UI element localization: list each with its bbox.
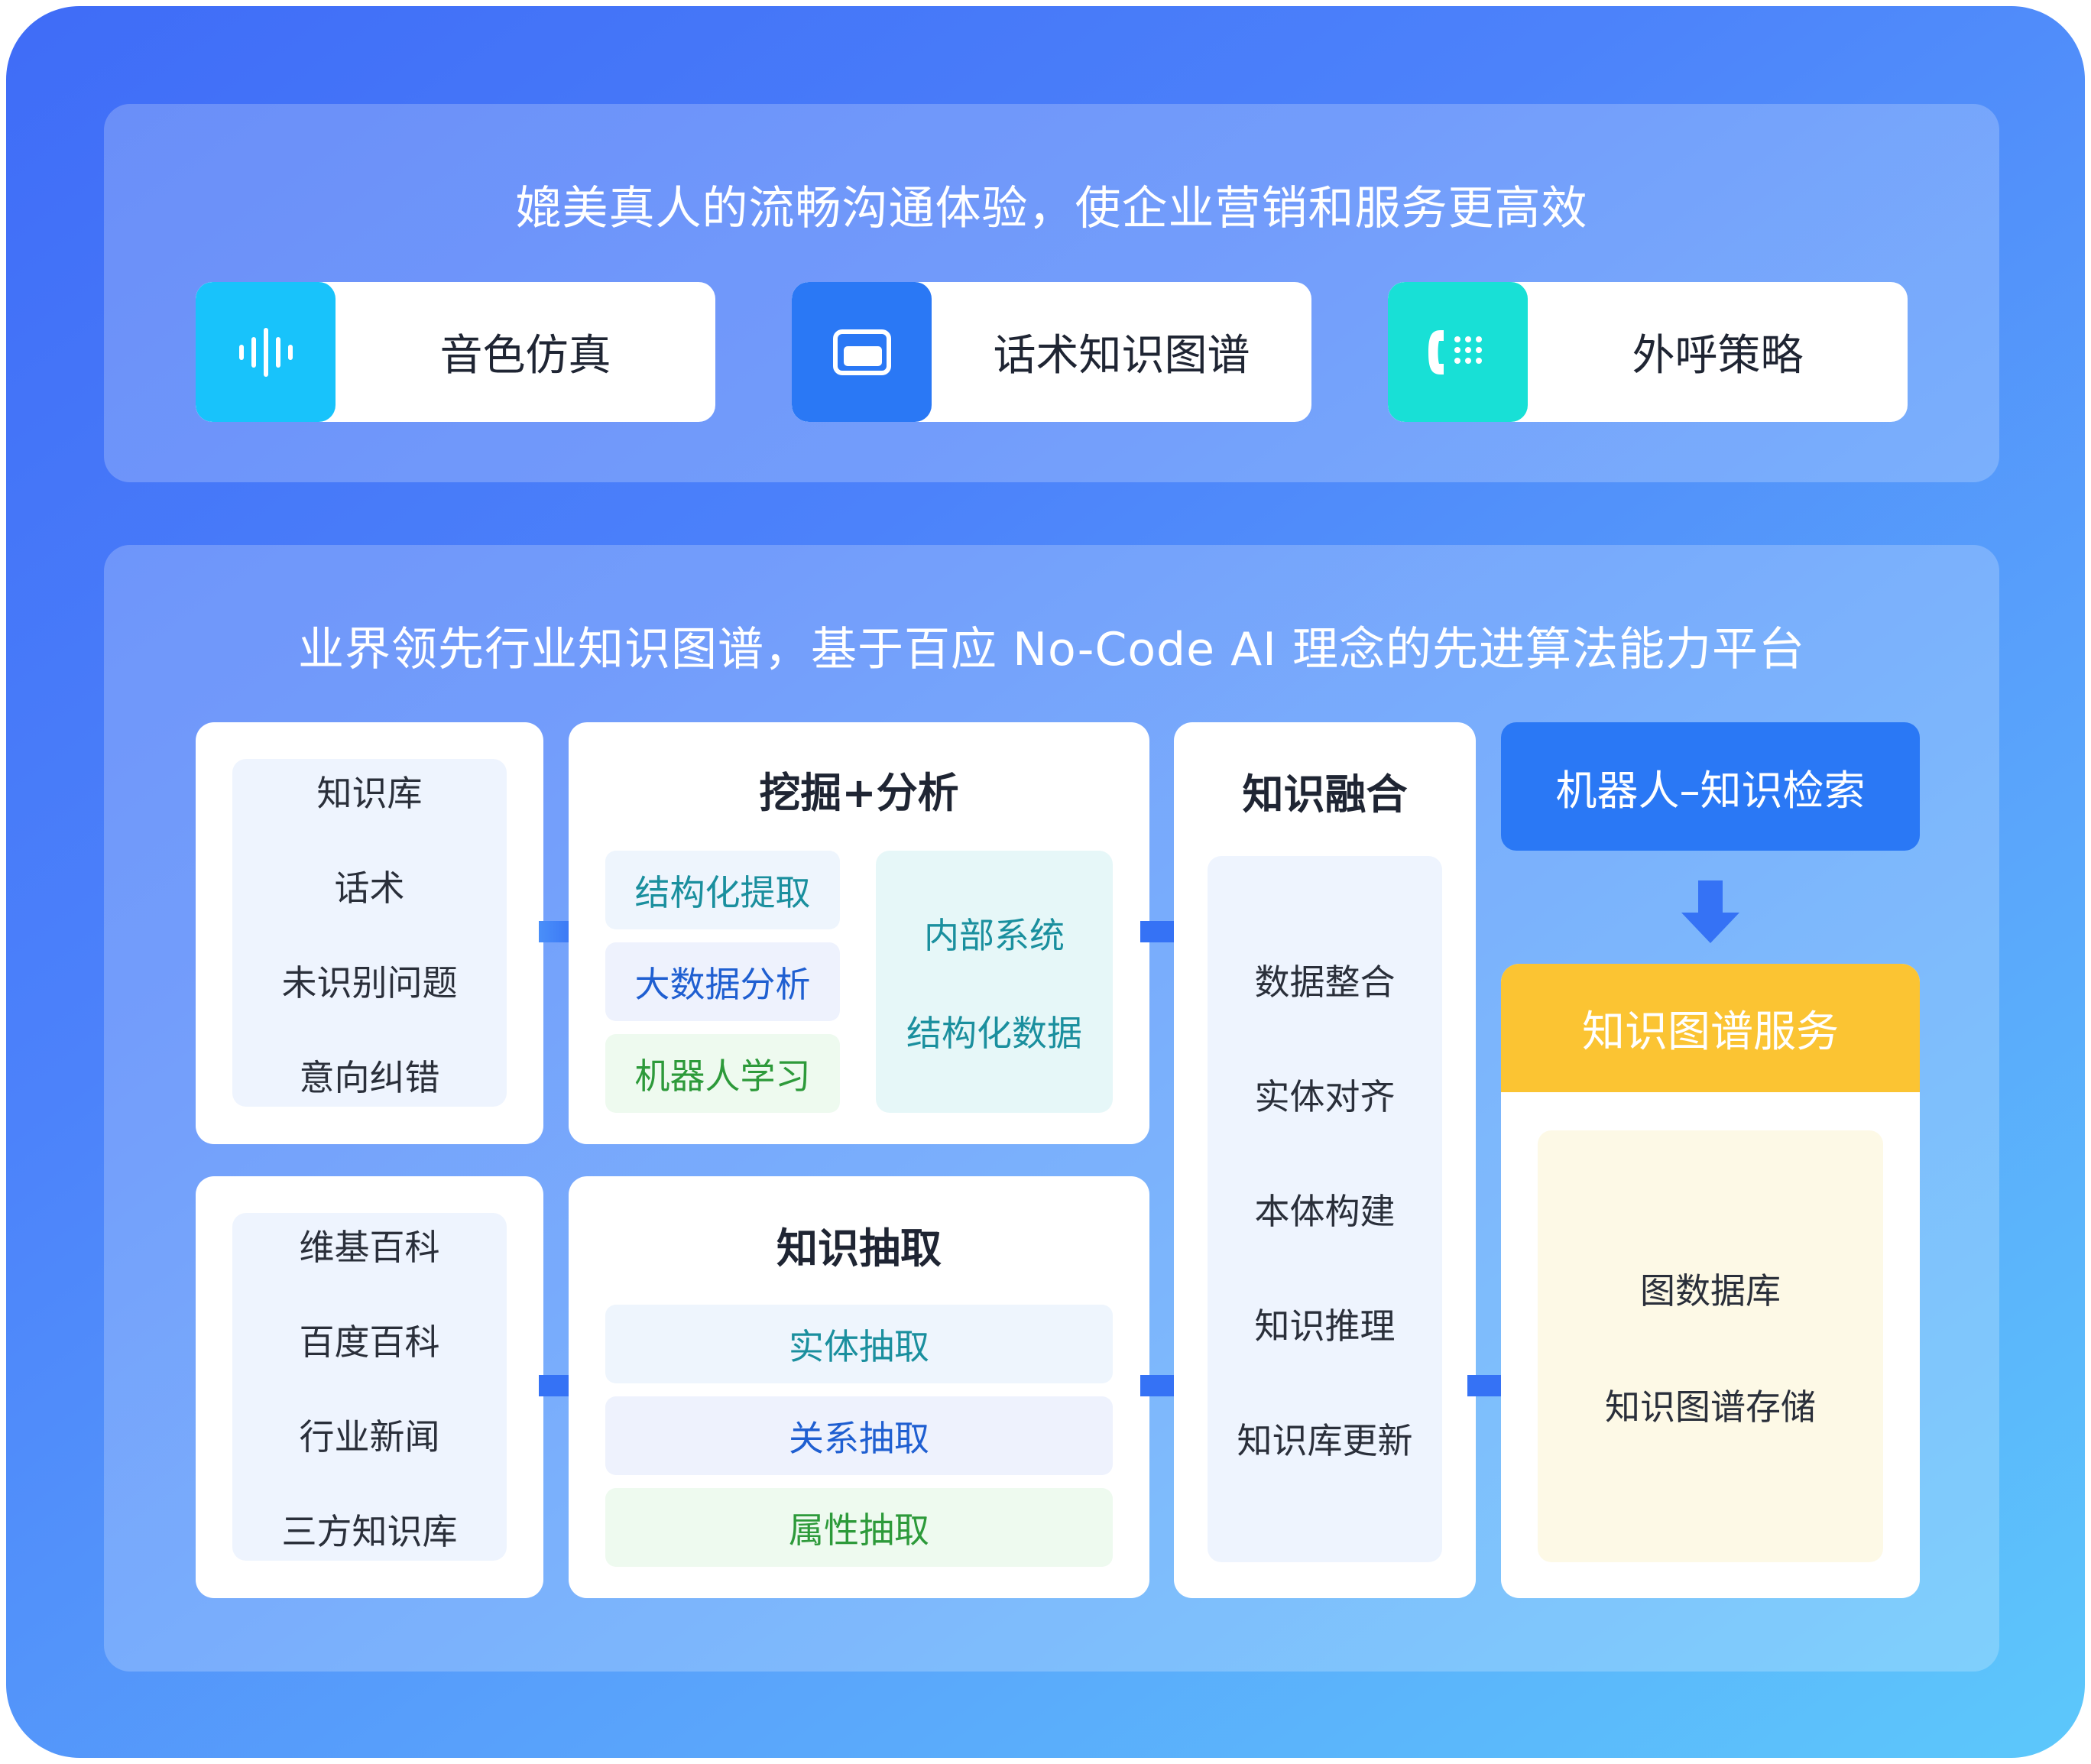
list-item: 实体对齐	[1254, 1076, 1396, 1117]
knowledge-extraction-card: 知识抽取 实体抽取 关系抽取 属性抽取	[569, 1176, 1149, 1598]
graph-service-card: 知识图谱服务 图数据库 知识图谱存储	[1501, 964, 1920, 1598]
fusion-title: 知识融合	[1242, 770, 1408, 819]
arrow-down-icon	[1681, 880, 1739, 943]
side-text: 结构化数据	[906, 1012, 1082, 1054]
feature-card-script-graph: 话术知识图谱	[792, 282, 1311, 422]
mining-analysis-card: 挖掘+分析 结构化提取 大数据分析 机器人学习 内部系统 结构化数据	[569, 722, 1149, 1144]
source-card-external: 维基百科 百度百科 行业新闻 三方知识库	[196, 1176, 543, 1598]
window-card-icon	[792, 282, 932, 422]
list-item: 数据整合	[1254, 961, 1396, 1003]
diagram-background: 媲美真人的流畅沟通体验，使企业营销和服务更高效 音色仿真	[6, 6, 2085, 1758]
internal-system-box: 内部系统 结构化数据	[876, 851, 1113, 1113]
chip-big-data: 大数据分析	[605, 942, 840, 1021]
bottom-panel-title: 业界领先行业知识图谱，基于百应 No-Code AI 理念的先进算法能力平台	[298, 623, 1805, 676]
mining-title: 挖掘+分析	[759, 769, 959, 817]
service-list: 图数据库 知识图谱存储	[1538, 1130, 1883, 1562]
phone-dialpad-icon	[1388, 282, 1528, 422]
feature-label-outbound: 外呼策略	[1632, 331, 1804, 381]
list-item: 知识库	[316, 772, 423, 814]
list-item: 知识推理	[1254, 1305, 1396, 1347]
source-list-external: 维基百科 百度百科 行业新闻 三方知识库	[232, 1213, 507, 1561]
source-list-internal: 知识库 话术 未识别问题 意向纠错	[232, 759, 507, 1107]
list-item: 未识别问题	[281, 961, 458, 1004]
list-item: 图数据库	[1640, 1269, 1781, 1312]
sound-wave-icon	[196, 282, 336, 422]
chip-attribute-extract: 属性抽取	[605, 1488, 1113, 1567]
list-item: 意向纠错	[299, 1056, 440, 1098]
feature-label-script-graph: 话术知识图谱	[993, 331, 1250, 381]
knowledge-fusion-card: 知识融合 数据整合 实体对齐 本体构建 知识推理 知识库更新	[1174, 722, 1476, 1598]
feature-card-voice: 音色仿真	[196, 282, 715, 422]
list-item: 百度百科	[299, 1321, 440, 1363]
chip-structured-extract: 结构化提取	[605, 851, 840, 929]
source-card-internal: 知识库 话术 未识别问题 意向纠错	[196, 722, 543, 1144]
chip-relation-extract: 关系抽取	[605, 1396, 1113, 1475]
list-item: 三方知识库	[281, 1510, 458, 1552]
side-text: 内部系统	[924, 914, 1065, 956]
chip-robot-learning: 机器人学习	[605, 1034, 840, 1113]
chip-entity-extract: 实体抽取	[605, 1305, 1113, 1383]
top-panel: 媲美真人的流畅沟通体验，使企业营销和服务更高效 音色仿真	[104, 104, 1999, 482]
fusion-list: 数据整合 实体对齐 本体构建 知识推理 知识库更新	[1208, 856, 1442, 1562]
service-title: 知识图谱服务	[1501, 964, 1920, 1092]
list-item: 本体构建	[1254, 1191, 1396, 1232]
list-item: 维基百科	[299, 1226, 440, 1268]
list-item: 话术	[334, 867, 405, 909]
top-panel-title: 媲美真人的流畅沟通体验，使企业营销和服务更高效	[515, 182, 1588, 235]
list-item: 知识库更新	[1237, 1420, 1413, 1461]
feature-card-outbound: 外呼策略	[1388, 282, 1908, 422]
list-item: 知识图谱存储	[1605, 1386, 1816, 1428]
robot-retrieval-box: 机器人–知识检索	[1501, 722, 1920, 851]
list-item: 行业新闻	[299, 1415, 440, 1458]
extraction-title: 知识抽取	[776, 1224, 942, 1273]
bottom-panel: 业界领先行业知识图谱，基于百应 No-Code AI 理念的先进算法能力平台 知…	[104, 545, 1999, 1672]
feature-label-voice: 音色仿真	[439, 331, 611, 381]
